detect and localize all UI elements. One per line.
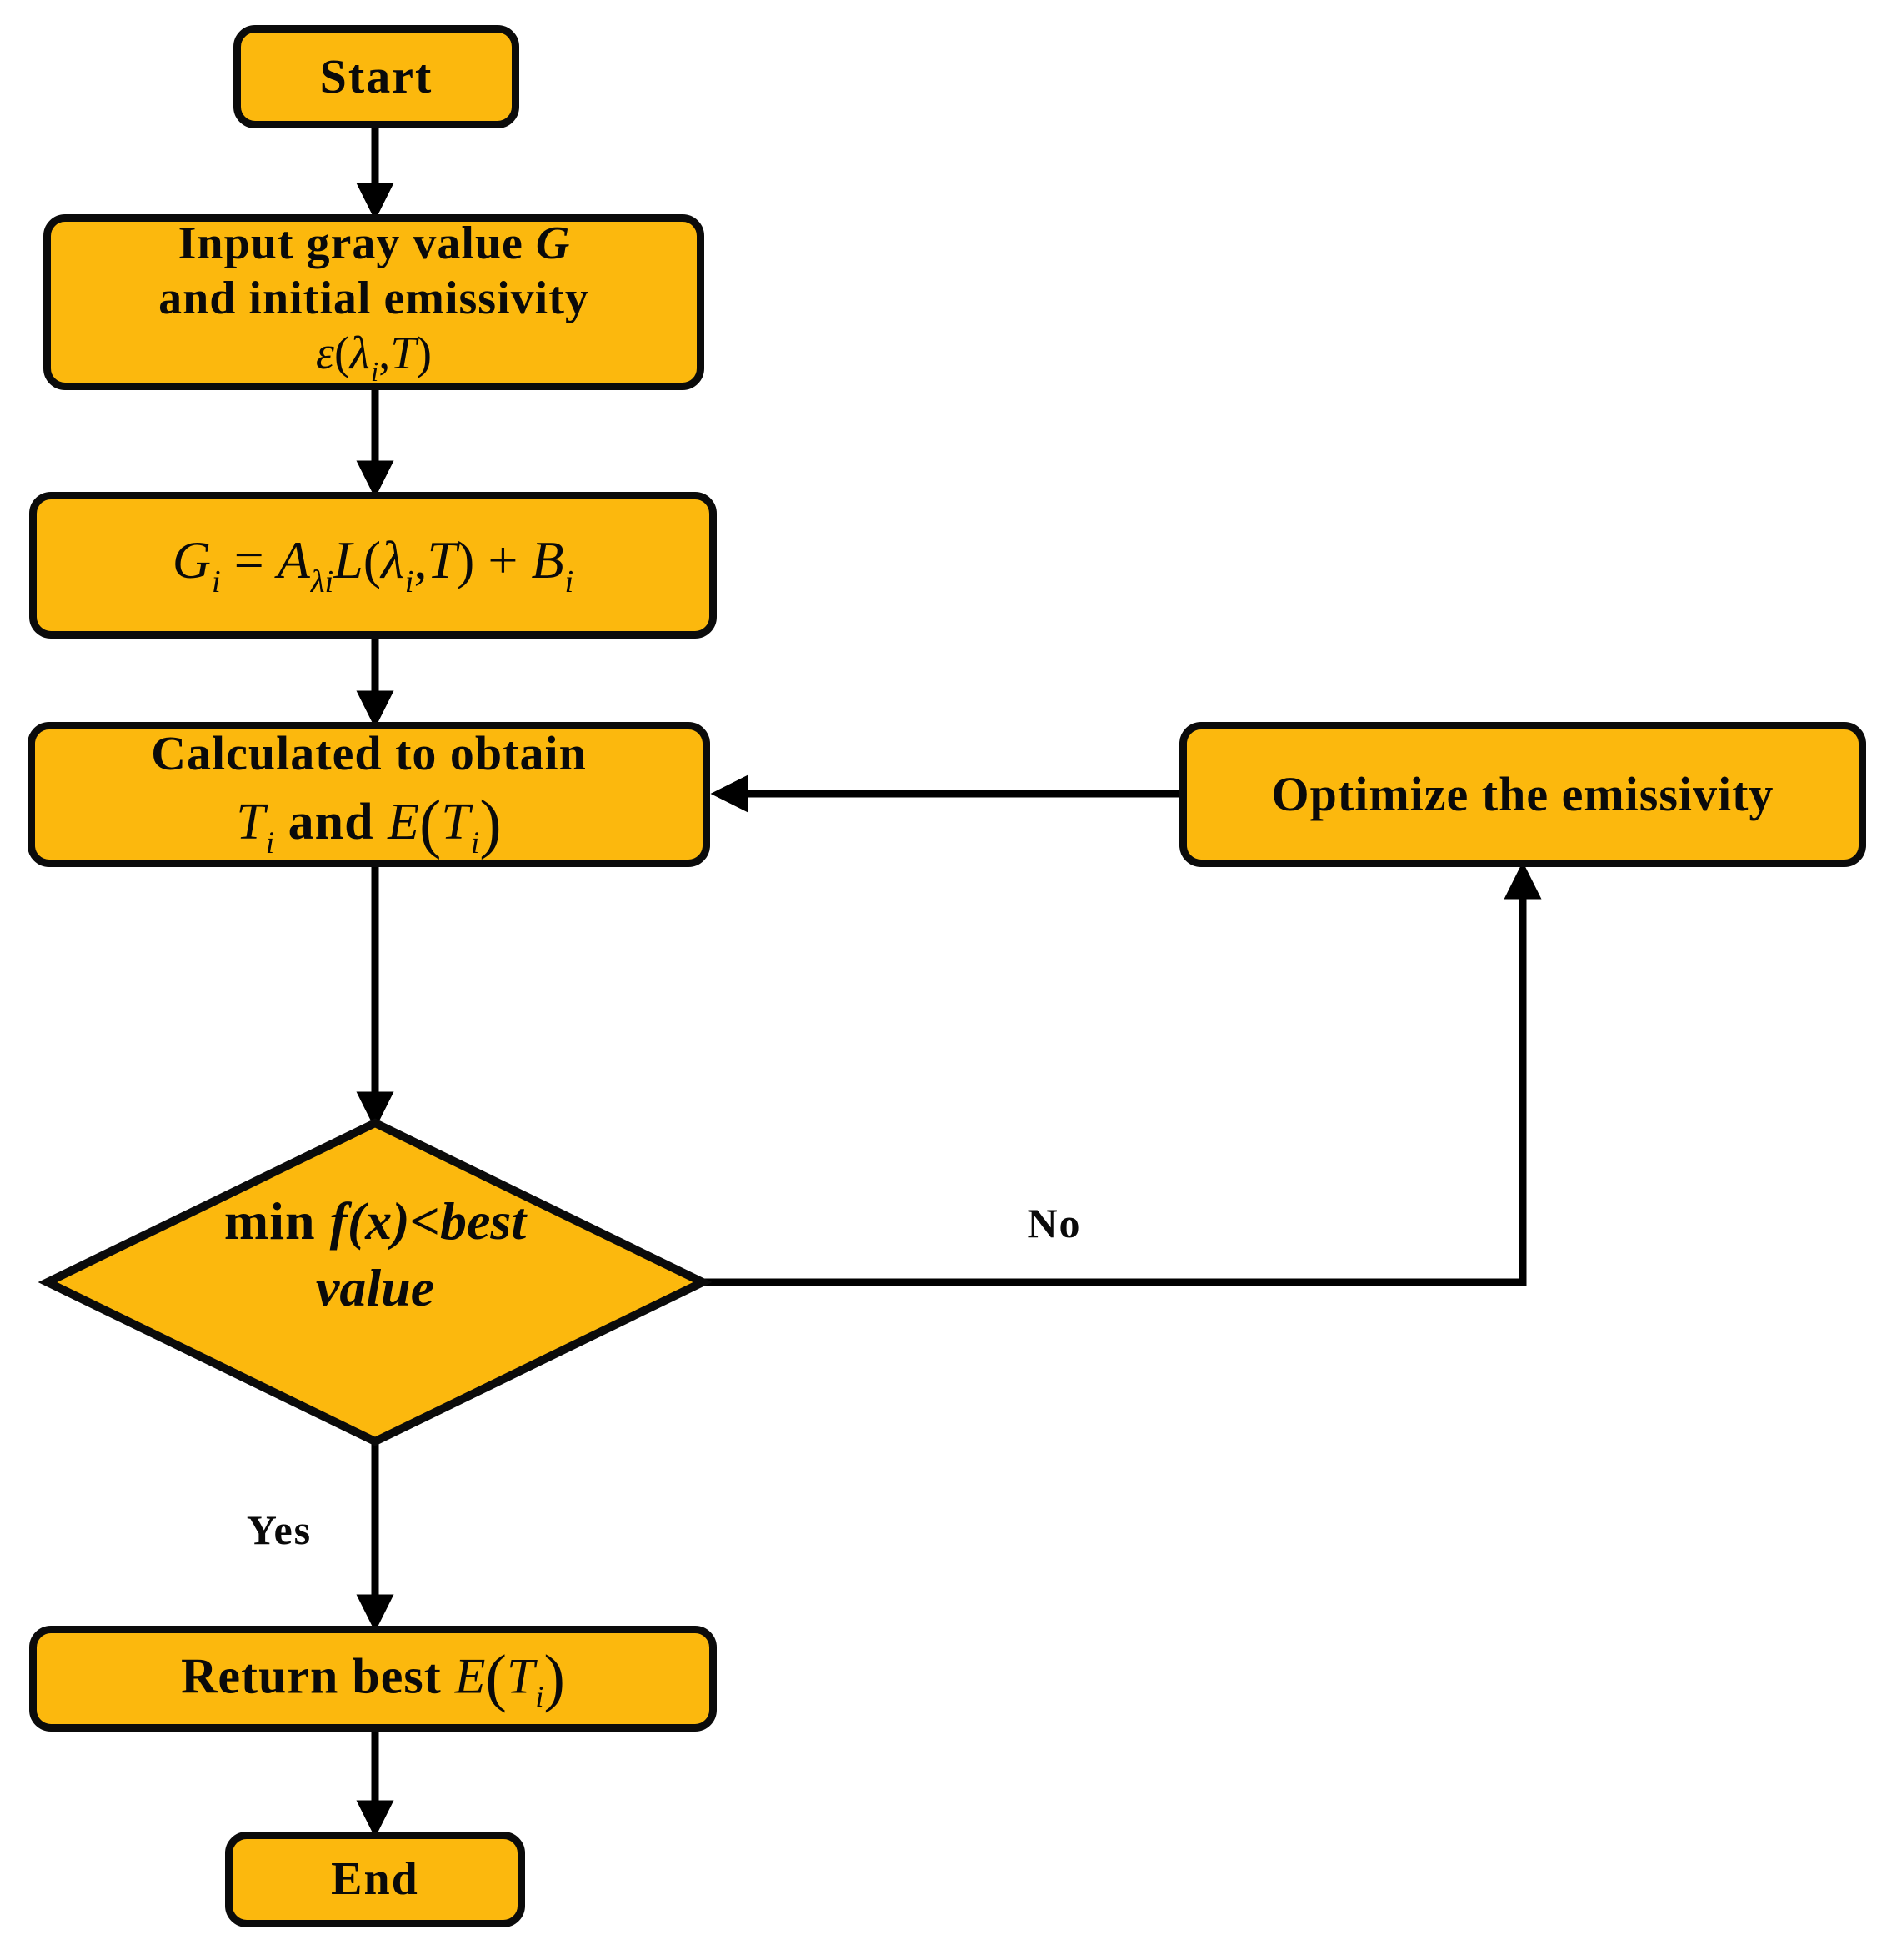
optimize-node: Optimize the emissivity	[1179, 722, 1866, 867]
calculated-node: Calculated to obtain Ti and E(Ti)	[28, 722, 710, 867]
end-node: End	[225, 1832, 525, 1927]
formula-equation: Gi = AλiL(λi,T) + Bi	[172, 530, 574, 600]
start-node: Start	[233, 25, 519, 128]
calculated-line-1: Calculated to obtain	[151, 725, 587, 780]
end-label: End	[331, 1853, 419, 1906]
arrow-decision-no-to-optimize	[703, 861, 1542, 1286]
formula-node: Gi = AλiL(λi,T) + Bi	[29, 492, 717, 639]
decision-line-2: value	[315, 1258, 435, 1317]
start-label: Start	[319, 48, 433, 103]
decision-diamond	[38, 1118, 713, 1446]
input-node: Input gray value G and initial emissivit…	[43, 214, 704, 390]
calculated-line-2: Ti and E(Ti)	[236, 787, 502, 861]
input-line-2: and initial emissivity	[158, 272, 589, 324]
optimize-label: Optimize the emissivity	[1271, 766, 1774, 821]
no-label: No	[1027, 1200, 1082, 1246]
yes-label: Yes	[246, 1506, 313, 1553]
decision-line-1: min f(x)<best	[223, 1191, 527, 1251]
return-label: Return best E(Ti)	[181, 1642, 565, 1714]
input-line-1: Input gray value G	[178, 217, 570, 269]
return-node: Return best E(Ti)	[29, 1626, 717, 1732]
decision-text: min f(x)<best value	[83, 1188, 667, 1321]
input-line-3: ε(λi,T)	[315, 327, 433, 388]
